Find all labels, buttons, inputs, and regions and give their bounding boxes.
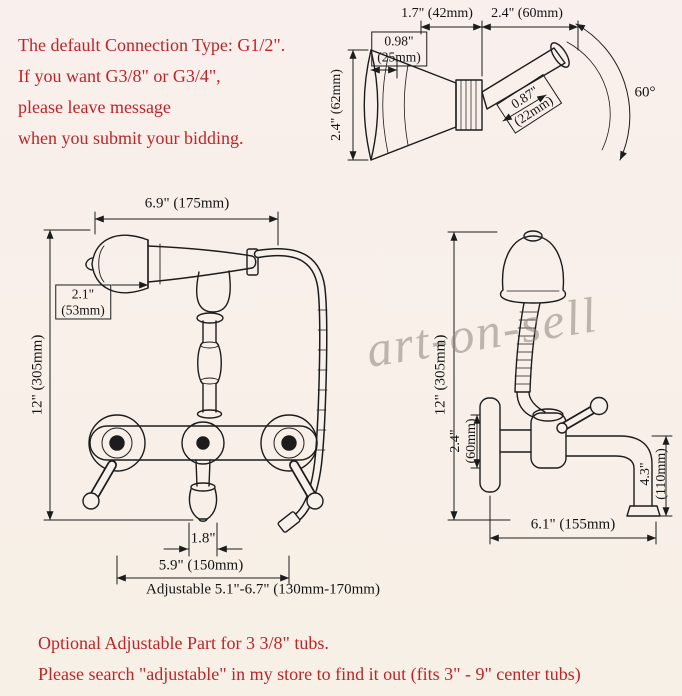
dim-front-width: 6.9" (175mm) xyxy=(144,195,230,212)
dim-value-mm: (60mm) xyxy=(464,418,479,464)
bracket-view-art xyxy=(347,20,631,161)
note-line: The default Connection Type: G1/2". xyxy=(18,35,286,55)
dim-bracket-head-height: 2.4" (62mm) xyxy=(328,69,344,141)
dim-value-mm: (53mm) xyxy=(61,302,105,317)
connection-type-note: The default Connection Type: G1/2". If y… xyxy=(18,30,285,154)
dim-front-head: 2.1" (53mm) xyxy=(55,284,111,320)
dim-front-height: 12" (305mm) xyxy=(29,334,46,416)
note-line: please leave message xyxy=(18,97,171,117)
dim-value-inch: 0.98" xyxy=(384,33,414,49)
dim-value-inch: 4.3" xyxy=(637,462,653,486)
note-line: Optional Adjustable Part for 3 3/8" tubs… xyxy=(38,633,329,653)
dim-front-adjustable: Adjustable 5.1"-6.7" (130mm-170mm) xyxy=(146,581,380,598)
dim-front-centers: 5.9" (150mm) xyxy=(158,557,244,574)
dim-side-height: 12" (305mm) xyxy=(432,334,449,416)
dim-side-depth: 2.4" (60mm) xyxy=(448,418,480,463)
side-view-art xyxy=(447,230,673,545)
dim-side-spout-drop: 4.3" (110mm) xyxy=(638,448,670,500)
dim-value-mm: (110mm) xyxy=(654,448,669,500)
note-line: If you want G3/8" or G3/4", xyxy=(18,66,221,86)
front-view-art xyxy=(43,211,328,585)
note-line: when you submit your bidding. xyxy=(18,128,244,148)
note-line: Please search "adjustable" in my store t… xyxy=(38,664,581,684)
dim-bracket-lip: 0.98" (25mm) xyxy=(371,31,427,67)
dim-side-reach: 6.1" (155mm) xyxy=(530,516,616,533)
dim-bracket-arm-length: 2.4" (60mm) xyxy=(491,5,563,21)
dim-swivel-angle: 60° xyxy=(634,84,656,101)
adjustable-part-note: Optional Adjustable Part for 3 3/8" tubs… xyxy=(38,628,581,690)
dim-value-inch: 2.4" xyxy=(447,429,463,453)
dim-bracket-head-depth: 1.7" (42mm) xyxy=(401,5,473,21)
dim-value-inch: 2.1" xyxy=(71,286,95,302)
dim-value-mm: (25mm) xyxy=(377,49,421,64)
dim-front-spout-width: 1.8" xyxy=(190,530,216,547)
